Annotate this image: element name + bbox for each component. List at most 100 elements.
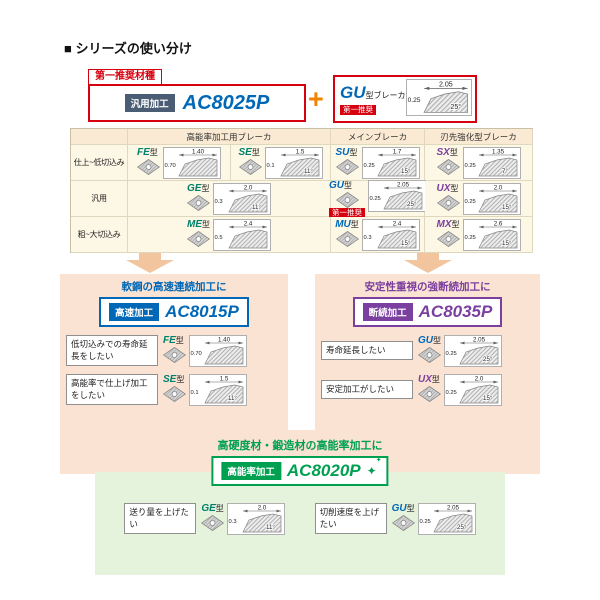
- insert-icon: [238, 159, 262, 175]
- svg-text:15°: 15°: [502, 240, 512, 247]
- panel-heading: 安定性重視の強断続加工に: [364, 281, 491, 293]
- svg-text:0.25: 0.25: [407, 97, 420, 104]
- type-label-and-insert: UX型: [418, 373, 441, 402]
- insert-icon: [436, 195, 460, 211]
- insert-icon: [137, 159, 160, 175]
- flow-arrow-left: [126, 251, 174, 273]
- type-label-and-insert: GU型第一推奨: [329, 179, 365, 218]
- type-label: GU型: [391, 503, 415, 514]
- svg-text:25°: 25°: [457, 524, 467, 531]
- svg-text:0.1: 0.1: [191, 390, 199, 396]
- svg-text:11°: 11°: [304, 168, 313, 175]
- first-recommend-label: 第一推奨材種: [88, 69, 162, 85]
- type-label: SU型: [335, 147, 358, 158]
- insert-icon: [418, 386, 441, 402]
- svg-text:2.4: 2.4: [244, 221, 253, 228]
- insert-icon: [418, 347, 441, 363]
- svg-text:15°: 15°: [483, 395, 493, 402]
- svg-text:25°: 25°: [483, 356, 493, 363]
- type-label: GU型: [418, 335, 441, 346]
- type-label: MU型: [335, 219, 359, 230]
- breaker-type-name: GU: [340, 83, 366, 102]
- svg-text:2.05: 2.05: [447, 505, 460, 512]
- gu-breaker-title-block: GU 型ブレーカ 第一推奨: [340, 83, 406, 115]
- table-header-cell: 高能率加工用ブレーカ: [128, 129, 331, 145]
- insert-icon: [335, 192, 359, 208]
- svg-text:2.0: 2.0: [493, 185, 502, 192]
- insert-icon: [163, 347, 186, 363]
- flow-arrow-right: [404, 251, 452, 273]
- svg-text:2.0: 2.0: [258, 505, 267, 512]
- grade-box-ac8035p: 断続加工 AC8035P: [352, 297, 503, 327]
- breaker-type-suffix: 型ブレーカ: [365, 91, 406, 100]
- svg-text:2.05: 2.05: [438, 81, 452, 89]
- svg-text:0.70: 0.70: [191, 351, 202, 357]
- svg-text:0.25: 0.25: [363, 163, 374, 169]
- type-label-and-insert: FE型: [163, 334, 186, 363]
- type-label-and-insert: SX型: [437, 146, 460, 175]
- svg-text:15°: 15°: [401, 240, 411, 247]
- type-label-and-insert: GE型: [201, 502, 225, 531]
- svg-text:0.3: 0.3: [215, 199, 223, 205]
- insert-icon: [335, 231, 359, 247]
- grade-box-ac8015p: 高速加工 AC8015P: [99, 297, 249, 327]
- svg-text:1.40: 1.40: [218, 337, 231, 344]
- type-label-and-insert: GU型: [418, 334, 441, 363]
- svg-text:0.25: 0.25: [419, 519, 430, 525]
- usage-text: 送り量を上げたい: [124, 503, 197, 534]
- type-label: ME型: [187, 219, 210, 230]
- svg-text:0.25: 0.25: [370, 196, 381, 202]
- svg-text:0.3: 0.3: [229, 519, 237, 525]
- type-label-and-insert: ME型: [187, 218, 210, 247]
- type-label: MX型: [436, 219, 460, 230]
- svg-text:1.7: 1.7: [392, 149, 401, 156]
- type-label: SX型: [436, 147, 458, 158]
- insert-icon: [436, 231, 460, 247]
- breaker-type-GU: GU型 2.05 0.25 25°: [392, 502, 476, 535]
- first-recommend-badge: 第一推奨: [329, 208, 365, 218]
- insert-icon: [163, 386, 186, 402]
- panel-heading: 軟鋼の高速連続加工に: [121, 281, 227, 293]
- grade-box-ac8025p: 汎用加工 AC8025P: [88, 84, 306, 122]
- svg-text:25°: 25°: [450, 103, 461, 111]
- type-label: UX型: [436, 183, 459, 194]
- table-header-cell: メインブレーカ: [331, 129, 425, 145]
- grade-box-ac8020p: 高能率加工 AC8020P ✦✦: [211, 456, 389, 486]
- svg-text:1.35: 1.35: [491, 149, 504, 156]
- type-label: GE型: [187, 183, 210, 194]
- grade-tag: 高速加工: [109, 303, 160, 321]
- row-label: 粗~大切込み: [71, 217, 128, 253]
- insert-icon: [201, 515, 225, 531]
- grade-name: AC8025P: [182, 91, 270, 114]
- insert-icon: [391, 515, 415, 531]
